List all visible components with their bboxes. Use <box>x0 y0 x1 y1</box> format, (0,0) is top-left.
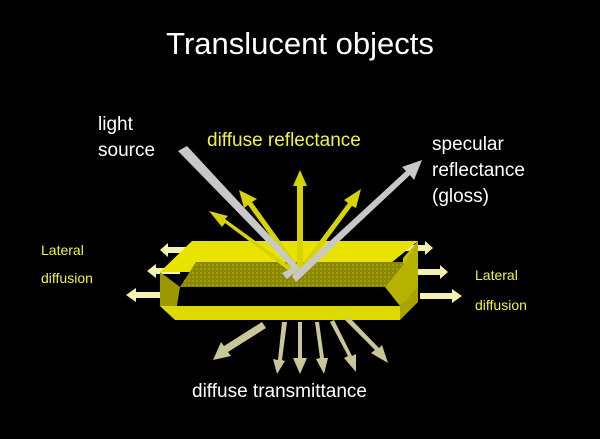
light-arrows <box>178 146 422 282</box>
lateral-right-line-1: Lateral <box>475 267 518 283</box>
arrow-trans-2 <box>273 322 287 374</box>
diffuse-transmittance-arrows <box>213 318 388 374</box>
arrow-specular <box>292 160 422 282</box>
specular-line-3: (gloss) <box>432 186 490 207</box>
arrow-trans-6 <box>345 318 388 363</box>
arrow-incident-light <box>178 146 300 279</box>
arrow-reflect-up <box>293 170 307 272</box>
slab-rim-right <box>385 241 418 306</box>
arrow-trans-1 <box>213 322 266 360</box>
lateral-right-line-2: diffusion <box>475 297 527 313</box>
specular-line-2: reflectance <box>432 160 525 181</box>
light-source-label: light source <box>98 112 155 164</box>
arrow-lateral-right-1 <box>405 241 433 255</box>
slab-right-side <box>400 288 418 320</box>
slab-front <box>160 306 400 320</box>
diffuse-transmittance-label: diffuse transmittance <box>192 381 367 402</box>
arrow-reflect-upleft <box>239 190 301 273</box>
lateral-diffusion-right-label: Lateral diffusion <box>475 260 527 320</box>
arrow-lateral-left-3 <box>126 288 168 302</box>
diffuse-reflectance-label: diffuse reflectance <box>207 130 361 151</box>
arrow-lateral-left-1 <box>160 243 190 257</box>
lateral-left-line-1: Lateral <box>41 242 84 258</box>
arrow-lateral-right-3 <box>420 289 462 303</box>
arrow-reflect-upright <box>298 189 361 273</box>
arrow-reflect-left <box>209 211 298 276</box>
arrow-trans-5 <box>330 320 356 372</box>
arrow-lateral-right-2 <box>415 265 448 279</box>
diffuse-reflectance-arrows <box>209 170 361 276</box>
specular-reflectance-label: specular reflectance (gloss) <box>432 132 525 210</box>
light-source-line-1: light <box>98 114 133 135</box>
light-source-line-2: source <box>98 140 156 161</box>
lateral-arrows-right <box>405 241 462 303</box>
slab-inner-shadow <box>180 262 405 287</box>
lateral-left-line-2: diffusion <box>41 270 93 286</box>
translucent-object <box>160 241 418 320</box>
page-title: Translucent objects <box>166 26 434 61</box>
specular-line-1: specular <box>432 134 504 155</box>
arrow-trans-4 <box>315 322 328 374</box>
arrow-trans-3 <box>293 322 307 374</box>
lateral-arrows-left <box>126 243 190 302</box>
lateral-diffusion-left-label: Lateral diffusion <box>41 236 93 292</box>
